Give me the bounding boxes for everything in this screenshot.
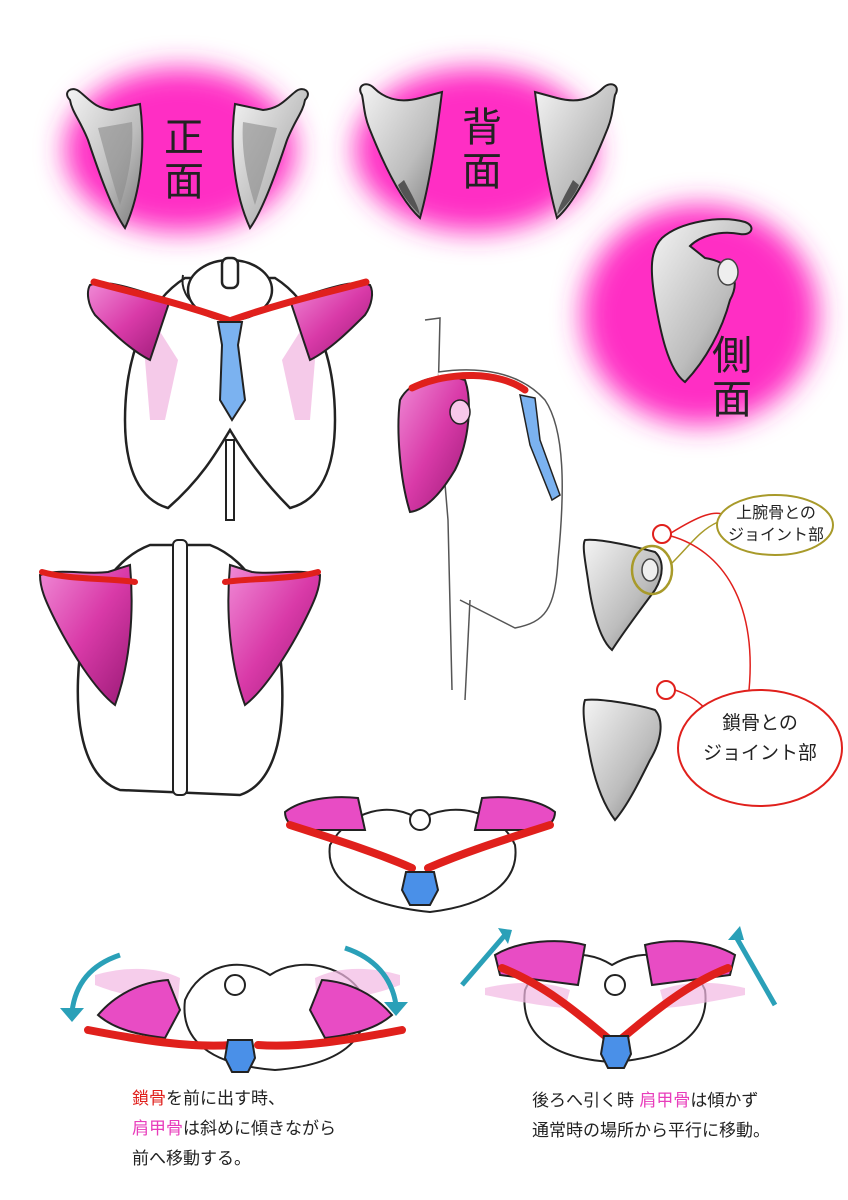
scapula-back-right [533,83,618,220]
note-backward-line2: 通常時の場所から平行に移動。 [532,1121,770,1141]
callout-humerus-joint-line2: ジョイント部 [727,525,824,544]
note-forward-clavicle: 鎖骨 [132,1089,166,1109]
label-side-view: 側面 [705,334,751,422]
callout-clavicle-joint: 鎖骨との ジョイント部 [690,708,830,768]
scapula-joint-detail-top [582,494,834,701]
label-back-view: 背面 [455,106,501,194]
label-front-view: 正面 [157,116,203,204]
note-forward-line1: 鎖骨を前に出す時、 [132,1084,336,1114]
callout-clavicle-joint-line1: 鎖骨との [722,712,798,734]
note-backward-scapula: 肩甲骨 [639,1091,691,1111]
shoulder-girdle-forward [60,945,408,1073]
note-forward-line2-rest: は斜めに傾きながら [183,1119,336,1139]
shoulder-girdle-top-center [283,796,557,914]
scapula-side [650,218,753,384]
note-backward-line1: 後ろへ引く時 肩甲骨は傾かず [532,1086,770,1116]
torso-side [397,317,563,701]
scapula-front-right [231,88,309,230]
note-forward-scapula: 肩甲骨 [132,1119,183,1139]
note-forward: 鎖骨を前に出す時、 肩甲骨は斜めに傾きながら 前へ移動する。 [132,1084,336,1174]
ribcage-back [38,539,322,797]
note-backward-line1-start: 後ろへ引く時 [532,1091,634,1111]
note-forward-line2: 肩甲骨は斜めに傾きながら [132,1114,336,1144]
note-forward-line3: 前へ移動する。 [132,1149,251,1169]
note-backward: 後ろへ引く時 肩甲骨は傾かず 通常時の場所から平行に移動。 [532,1086,770,1146]
shoulder-girdle-backward [460,926,778,1069]
scapula-front-left [66,88,144,230]
callout-humerus-joint: 上腕骨との ジョイント部 [720,502,832,546]
callout-clavicle-joint-line2: ジョイント部 [702,742,817,764]
scapula-back-left [359,83,444,220]
note-forward-line1-rest: を前に出す時、 [166,1089,285,1109]
note-backward-line1-rest: は傾かず [690,1091,759,1111]
ribcage-front [86,256,374,521]
callout-humerus-joint-line1: 上腕骨との [736,503,816,522]
scapula-joint-detail-bottom [582,680,843,822]
